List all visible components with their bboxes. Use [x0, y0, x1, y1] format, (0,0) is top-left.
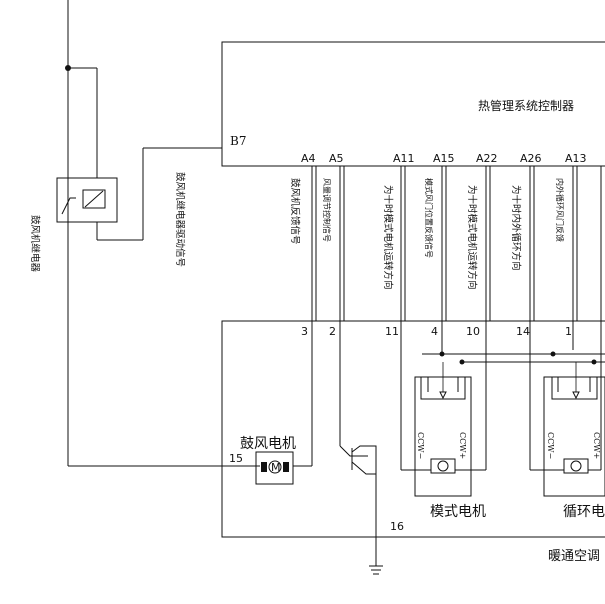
- signal-label-a13: 内外循环风门反馈: [555, 178, 565, 242]
- hvac-pin-1: 1: [565, 325, 572, 338]
- hvac-title: 暖通空调: [548, 549, 600, 564]
- position-arrow-icon: [572, 391, 580, 400]
- hvac-pin-10: 10: [466, 325, 480, 338]
- recirc-ccw-minus: CCW−: [546, 432, 555, 459]
- hvac-pin-3: 3: [301, 325, 308, 338]
- pin-a13-label: A13: [565, 152, 587, 165]
- hvac-box: 暖通空调: [221, 320, 605, 564]
- signal-label-a4: 鼓风机反馈信号: [289, 178, 301, 245]
- signal-label-a11: 为十时模式电机运转方向: [382, 185, 394, 290]
- mode-ccw-plus: CCW+: [458, 432, 467, 459]
- motor-icon: [437, 460, 449, 472]
- recirc-motor-label: 循环电: [563, 504, 605, 520]
- blower-motor: M 鼓风电机: [240, 436, 296, 485]
- relay-label: 鼓风机继电器: [29, 215, 41, 273]
- hvac-internal-wires: [293, 321, 605, 470]
- relay-coil-icon: [82, 189, 106, 209]
- hvac-pin-11: 11: [385, 325, 399, 338]
- pin-a5-label: A5: [329, 152, 344, 165]
- relay-drive-signal-label: 鼓风机继电器驱动信号: [174, 172, 186, 267]
- connector-label: B7: [230, 134, 246, 148]
- hvac-pin-16: 16: [390, 520, 404, 533]
- mode-ccw-minus: CCW−: [416, 432, 425, 459]
- hvac-pin-2: 2: [329, 325, 336, 338]
- motor-icon: [570, 460, 582, 472]
- mode-motor: CCW− CCW+ 模式电机: [401, 362, 486, 520]
- pin-a15-label: A15: [433, 152, 455, 165]
- recirc-motor: CCW− CCW+ 循环电: [530, 362, 605, 520]
- pin-a26-label: A26: [520, 152, 542, 165]
- controller-pin-labels: A4 A5 A11 A15 A22 A26 A13: [301, 152, 587, 165]
- signal-label-a15: 模式风门位置反馈信号: [424, 178, 434, 258]
- position-arrow-icon: [439, 391, 447, 400]
- pin-a11-label: A11: [393, 152, 415, 165]
- blower-motor-symbol: M: [271, 461, 281, 474]
- hvac-pin-labels: 3 2 11 4 10 14 1 15 16: [229, 325, 572, 533]
- controller-box: 热管理系统控制器 B7: [143, 41, 605, 167]
- recirc-ccw-plus: CCW+: [592, 432, 601, 459]
- relay-circuit: 鼓风机继电器: [29, 0, 260, 467]
- motor-icon: [268, 460, 282, 474]
- blower-motor-label: 鼓风电机: [240, 436, 296, 452]
- signal-wires: [311, 166, 602, 321]
- pin-a22-label: A22: [476, 152, 498, 165]
- hvac-pin-4: 4: [431, 325, 438, 338]
- hvac-pin-15: 15: [229, 452, 243, 465]
- signal-label-a5: 风量调节控制信号: [322, 178, 332, 242]
- signal-label-a26: 为十时内外循环方向: [510, 185, 522, 271]
- signal-labels: 鼓风机反馈信号 风量调节控制信号 为十时模式电机运转方向 模式风门位置反馈信号 …: [174, 172, 565, 290]
- mode-motor-label: 模式电机: [430, 504, 486, 520]
- controller-title: 热管理系统控制器: [478, 98, 574, 113]
- signal-label-a22: 为十时模式电机运转方向: [466, 185, 478, 290]
- pin-a4-label: A4: [301, 152, 316, 165]
- hvac-pin-14: 14: [516, 325, 530, 338]
- power-transistor: [339, 445, 383, 575]
